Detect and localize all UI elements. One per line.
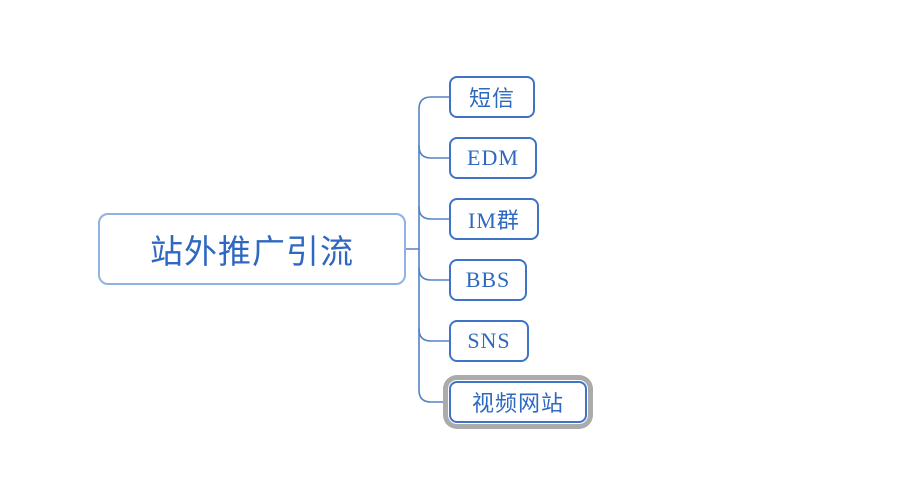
branch-line-sns: [418, 328, 450, 342]
child-node-label: 短信: [468, 86, 515, 111]
child-node-label: SNS: [467, 328, 511, 353]
child-node-sns[interactable]: SNS: [449, 320, 529, 362]
child-node-im-group[interactable]: IM群: [449, 198, 539, 240]
child-node-sms[interactable]: 短信: [449, 76, 535, 118]
child-node-edm[interactable]: EDM: [449, 137, 537, 179]
root-node[interactable]: 站外推广引流: [98, 213, 406, 285]
child-node-video-sites[interactable]: 视频网站: [449, 381, 587, 423]
branch-line-edm: [418, 145, 450, 159]
child-node-label: EDM: [467, 145, 519, 170]
branch-line-im-group: [418, 206, 450, 220]
child-node-label: BBS: [465, 267, 511, 292]
branch-line-bbs: [418, 267, 450, 281]
child-node-label: IM群: [468, 208, 520, 233]
child-node-label: 视频网站: [471, 391, 564, 416]
root-node-label: 站外推广引流: [150, 235, 354, 271]
trunk-line: [418, 96, 450, 403]
child-node-bbs[interactable]: BBS: [449, 259, 527, 301]
